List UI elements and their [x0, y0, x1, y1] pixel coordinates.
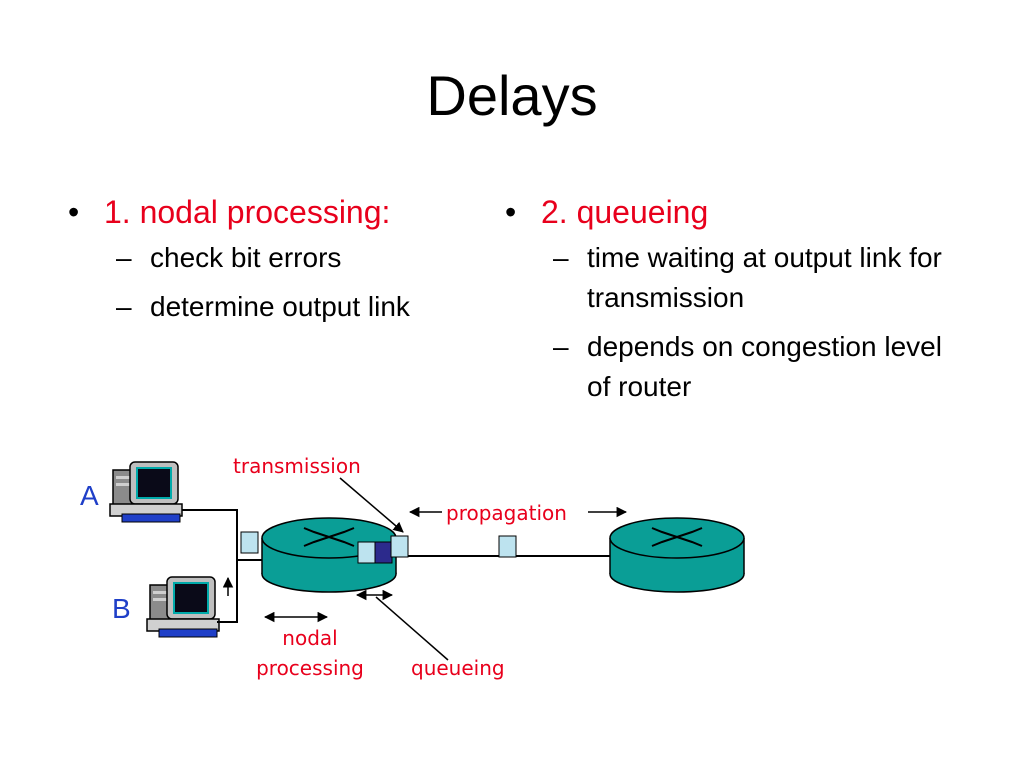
- packet-queued-dark: [374, 541, 393, 564]
- queueing-sublist: – time waiting at output link for transm…: [505, 238, 945, 407]
- router-1-icon: [261, 517, 397, 593]
- host-b-label: B: [112, 593, 131, 624]
- host-b-computer-icon: [146, 576, 220, 638]
- link-host-a: [182, 509, 262, 561]
- packet-queued: [357, 541, 376, 564]
- dash: –: [116, 291, 132, 322]
- bullet-dot: •: [505, 194, 517, 230]
- queueing-pointer-line: [375, 596, 449, 661]
- sub-item-depends-on-congestion: – depends on congestion level of router: [505, 327, 945, 407]
- bullet-nodal-processing: • 1. nodal processing:: [68, 190, 488, 234]
- processing-label: processing: [256, 656, 364, 680]
- nodal-label: nodal: [282, 626, 337, 650]
- propagation-label: propagation: [446, 501, 567, 525]
- slide-title: Delays: [426, 64, 598, 127]
- link-host-b: [217, 560, 238, 623]
- dash: –: [116, 242, 132, 273]
- bullet-nodal-processing-label: 1. nodal processing:: [104, 194, 391, 230]
- bullet-queueing: • 2. queueing: [505, 190, 945, 234]
- transmission-label: transmission: [233, 454, 361, 478]
- transmission-pointer-arrow: [339, 477, 404, 533]
- sub-item-text: determine output link: [150, 291, 410, 322]
- sub-item-text: time waiting at output link for transmis…: [587, 242, 942, 313]
- left-column: • 1. nodal processing: – check bit error…: [68, 190, 488, 336]
- sub-item-text: check bit errors: [150, 242, 342, 273]
- nodal-processing-sublist: – check bit errors – determine output li…: [68, 238, 488, 327]
- dash: –: [553, 331, 569, 362]
- packet-propagating: [498, 535, 517, 558]
- dash: –: [553, 242, 569, 273]
- host-a-computer-icon: [109, 461, 183, 523]
- sub-item-check-bit-errors: – check bit errors: [68, 238, 488, 278]
- packet-incoming: [240, 531, 259, 554]
- host-a-label: A: [80, 480, 99, 511]
- sub-item-text: depends on congestion level of router: [587, 331, 942, 402]
- queueing-label: queueing: [411, 656, 505, 680]
- packet-transmitting: [390, 535, 409, 558]
- bullet-dot: •: [68, 194, 80, 230]
- router-2-icon: [609, 517, 745, 593]
- bullet-queueing-label: 2. queueing: [541, 194, 709, 230]
- sub-item-determine-output-link: – determine output link: [68, 287, 488, 327]
- right-column: • 2. queueing – time waiting at output l…: [505, 190, 945, 416]
- sub-item-time-waiting: – time waiting at output link for transm…: [505, 238, 945, 318]
